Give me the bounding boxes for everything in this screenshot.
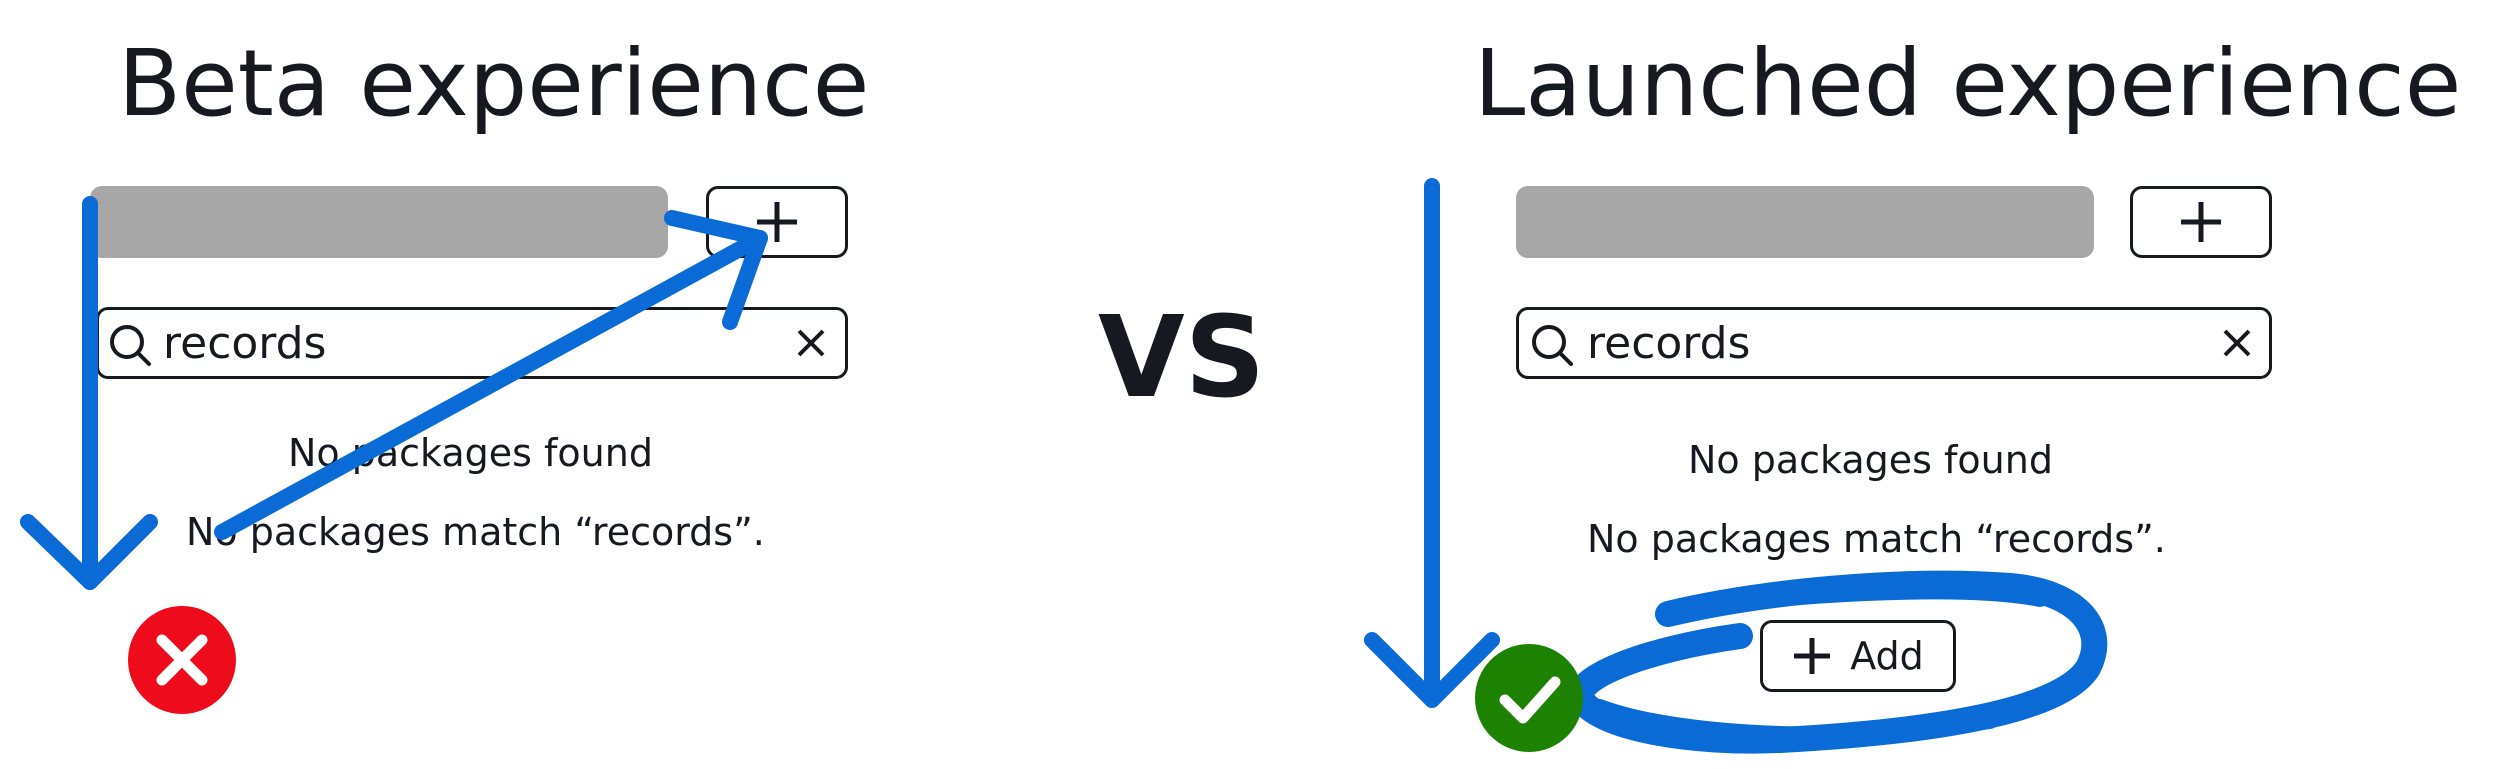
empty-state-message: No packages match “records”. <box>1587 517 2166 561</box>
create-button[interactable] <box>706 186 848 258</box>
empty-state-message: No packages match “records”. <box>186 510 765 554</box>
beta-title: Beta experience <box>118 30 870 137</box>
plus-icon <box>757 202 797 242</box>
close-icon[interactable] <box>796 328 826 358</box>
search-icon <box>1532 325 1573 366</box>
header-placeholder-bar <box>90 186 668 258</box>
header-placeholder-bar <box>1516 186 2094 258</box>
plus-icon <box>1794 638 1831 674</box>
empty-state-title: No packages found <box>288 431 653 475</box>
search-value: records <box>163 318 327 369</box>
empty-state-title: No packages found <box>1688 438 2053 482</box>
add-button-label: Add <box>1850 634 1924 678</box>
search-input[interactable]: records <box>1516 307 2272 379</box>
plus-icon <box>2181 202 2221 242</box>
create-button[interactable] <box>2130 186 2272 258</box>
close-icon[interactable] <box>2222 328 2252 358</box>
add-button[interactable]: Add <box>1760 620 1956 692</box>
search-value: records <box>1587 318 1751 369</box>
check-circle-icon <box>1475 644 1583 752</box>
launched-title: Launched experience <box>1474 30 2462 137</box>
search-icon <box>110 325 151 366</box>
vs-label: VS <box>1098 293 1266 423</box>
search-input[interactable]: records <box>96 307 848 379</box>
x-circle-icon <box>128 606 236 714</box>
